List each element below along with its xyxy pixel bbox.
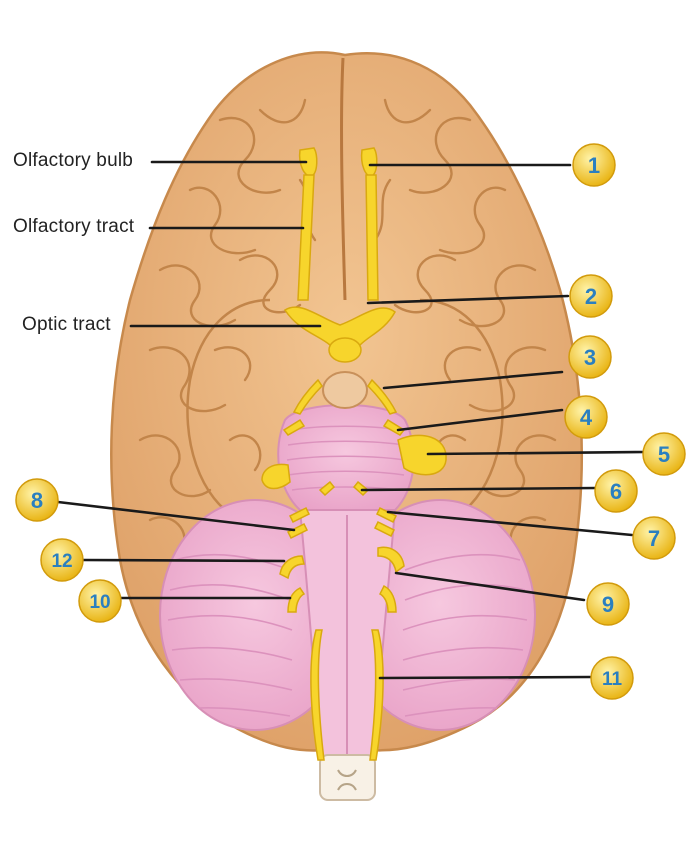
pituitary-stalk (329, 338, 361, 362)
label-olfactory-bulb: Olfactory bulb (13, 150, 133, 172)
badge-10-text: 10 (89, 592, 110, 613)
badge-7-text: 7 (648, 526, 660, 551)
badge-7: 7 (633, 517, 675, 559)
badge-3: 3 (569, 336, 611, 378)
badge-4: 4 (565, 396, 607, 438)
badge-9-text: 9 (602, 592, 614, 617)
badge-5-text: 5 (658, 442, 670, 467)
badge-3-text: 3 (584, 345, 596, 370)
badge-5: 5 (643, 433, 685, 475)
badge-6: 6 (595, 470, 637, 512)
badge-9: 9 (587, 583, 629, 625)
badge-1: 1 (573, 144, 615, 186)
label-olfactory-tract: Olfactory tract (13, 216, 134, 238)
badge-6-text: 6 (610, 479, 622, 504)
badge-10: 10 (79, 580, 121, 622)
badge-4-text: 4 (580, 405, 593, 430)
olfactory-tract-right (366, 175, 378, 300)
label-optic-tract: Optic tract (22, 314, 111, 336)
badge-2-text: 2 (585, 284, 597, 309)
mammillary-bodies (323, 372, 367, 408)
badge-11: 11 (591, 657, 633, 699)
badge-8: 8 (16, 479, 58, 521)
spinal-cord-section (320, 755, 375, 800)
badge-12: 12 (41, 539, 83, 581)
badge-12-text: 12 (51, 551, 72, 572)
badge-11-text: 11 (602, 669, 623, 690)
badge-2: 2 (570, 275, 612, 317)
badge-8-text: 8 (31, 488, 43, 513)
badge-1-text: 1 (588, 153, 600, 178)
